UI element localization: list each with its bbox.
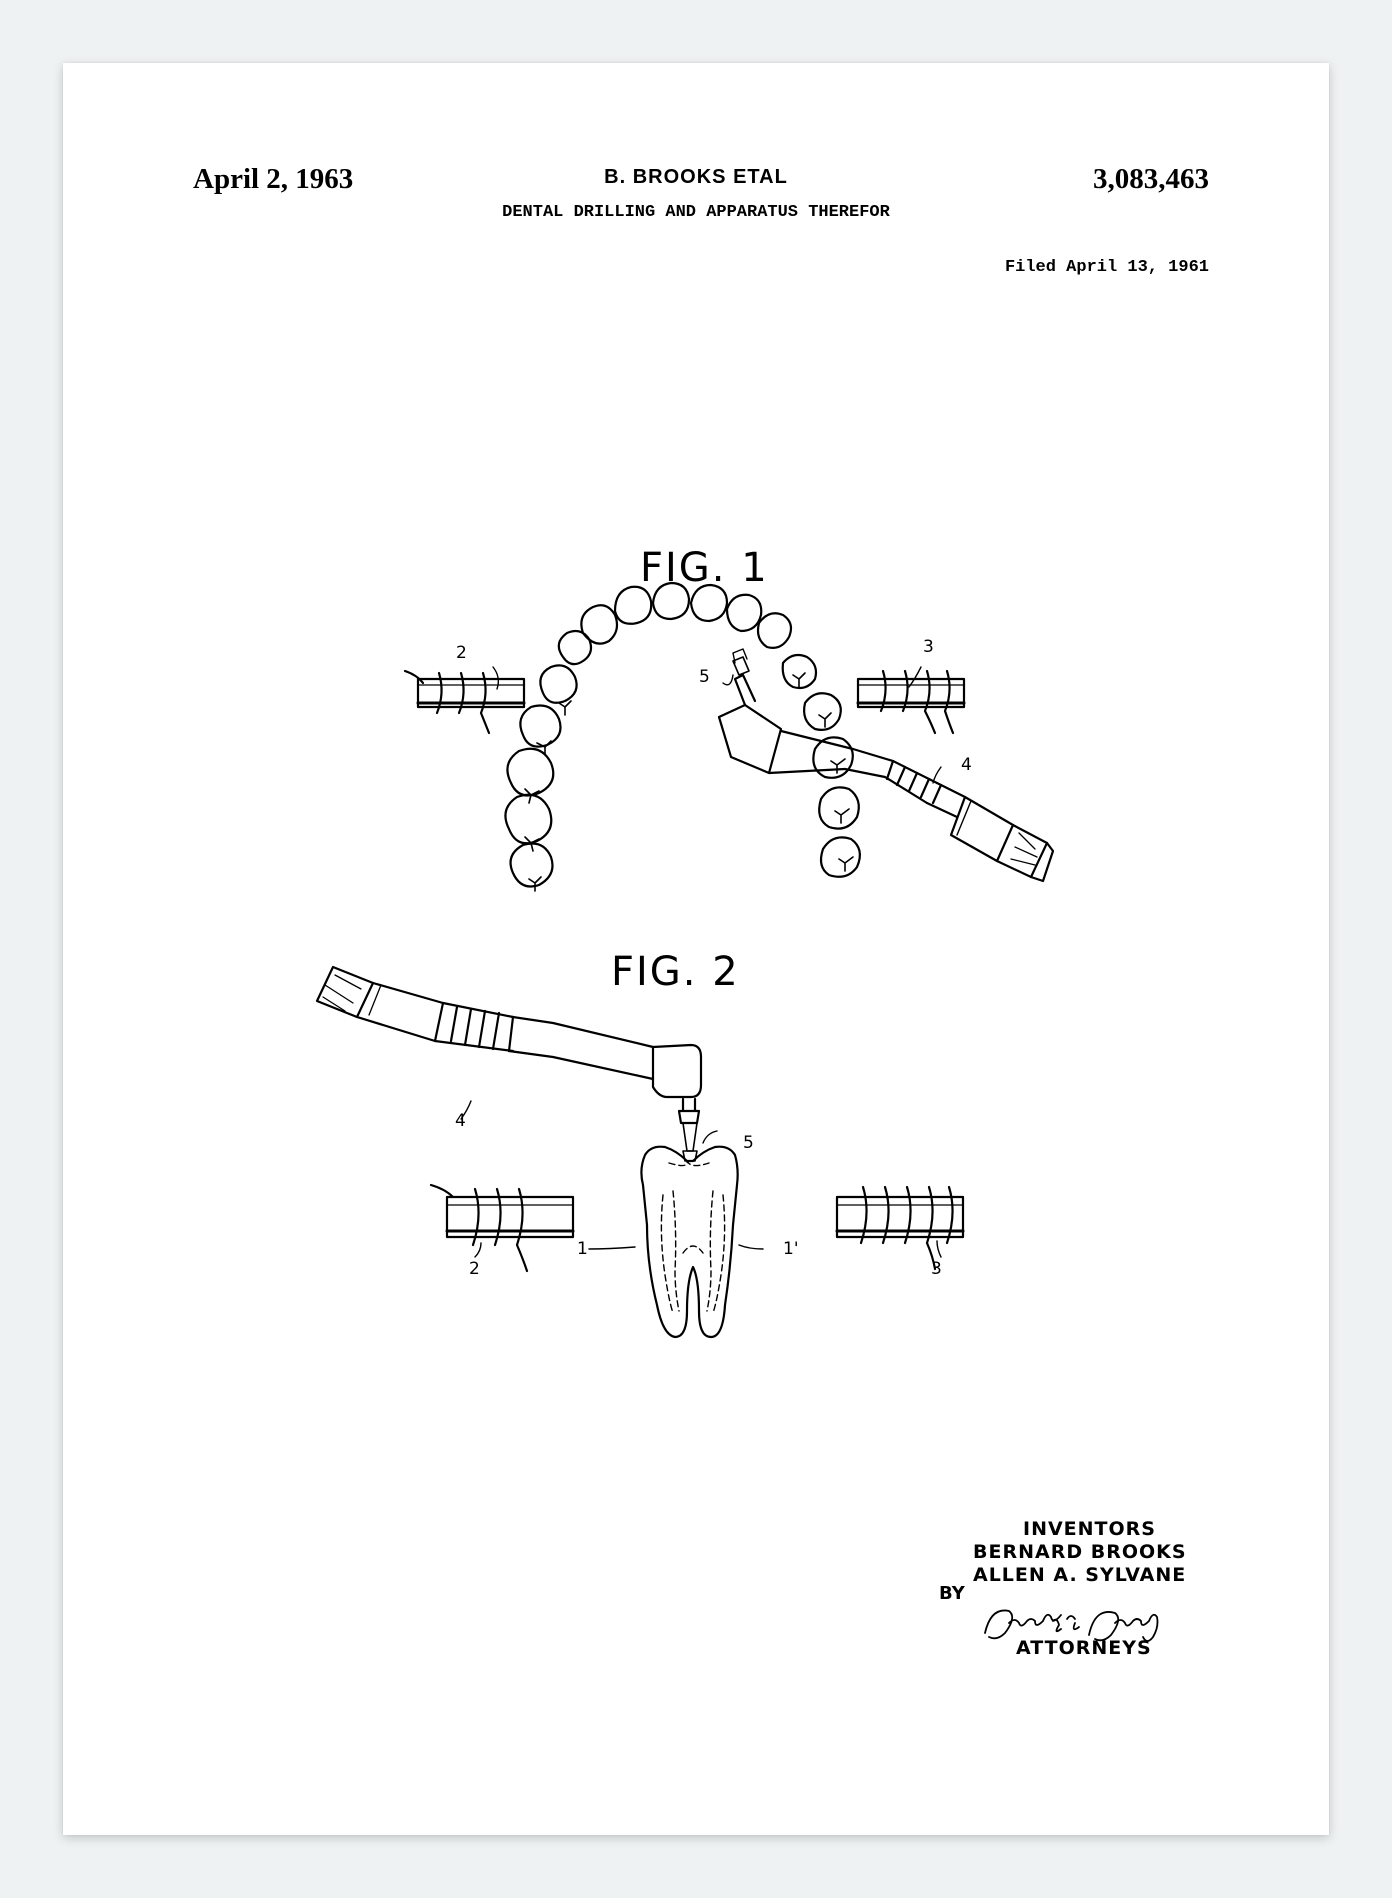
fig1-handpiece (717, 648, 1055, 883)
filed-date: Filed April 13, 1961 (1004, 258, 1209, 277)
inventors-heading: INVENTORS (1023, 1518, 1156, 1540)
inventor-name-2: ALLEN A. SYLVANE (973, 1564, 1187, 1586)
inventor-line: B. BROOKS ETAL (604, 166, 788, 188)
fig2-coil-left (429, 1183, 575, 1273)
fig2-tooth (640, 1145, 739, 1339)
fig2-handpiece (315, 965, 703, 1162)
fig2-ref-tooth-right: 1' (783, 1239, 799, 1259)
fig1-leaders (492, 666, 942, 784)
fig2-label: FIG. 2 (611, 949, 740, 995)
fig1-ref-coil-right: 3 (923, 637, 934, 657)
fig1-coil-right (856, 669, 966, 735)
fig2-ref-tooth-left: 1 (577, 1239, 588, 1259)
fig1-ref-handpiece: 4 (961, 755, 972, 775)
attorney-signature (984, 1609, 1159, 1642)
fig2-ref-coil-left: 2 (469, 1259, 480, 1279)
fig1-coil-left (403, 669, 526, 735)
fig2-leaders (460, 1100, 942, 1258)
fig1-ref-bit: 5 (699, 667, 710, 687)
inventor-name-1: BERNARD BROOKS (973, 1541, 1187, 1563)
patent-drawings (315, 581, 1159, 1642)
fig2-coil-right (835, 1185, 965, 1271)
fig2-ref-bit: 5 (743, 1133, 754, 1153)
by-label: BY (939, 1583, 965, 1604)
patent-date: April 2, 1963 (193, 163, 354, 195)
patent-sheet: April 2, 1963 B. BROOKS ETAL 3,083,463 D… (63, 63, 1329, 1835)
patent-title: DENTAL DRILLING AND APPARATUS THEREFOR (502, 203, 890, 222)
fig1-ref-coil-left: 2 (456, 643, 467, 663)
fig2-ref-handpiece: 4 (455, 1111, 466, 1131)
patent-number: 3,083,463 (1093, 163, 1209, 195)
fig1-label: FIG. 1 (640, 545, 769, 591)
fig2-ref-coil-right: 3 (931, 1259, 942, 1279)
attorneys-label: ATTORNEYS (1016, 1637, 1152, 1659)
